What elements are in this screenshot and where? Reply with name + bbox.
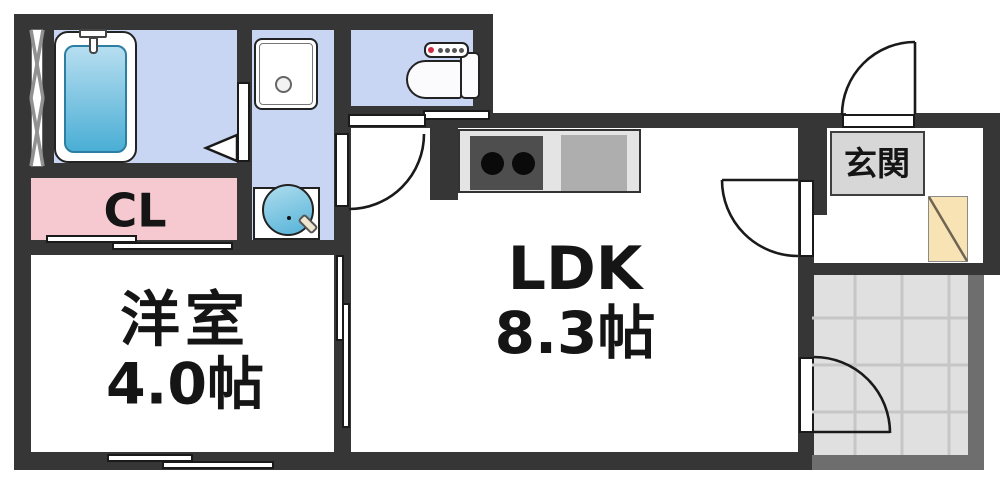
closet-sliding-door-panel [46,235,137,243]
closet-sliding-door-panel [112,242,233,250]
balcony-door-swing [813,355,892,434]
toilet-panel-red-dot [428,47,434,53]
lattice-window-icon [29,29,45,167]
washroom-door-swing [348,133,426,211]
wall-genkan-stub [814,113,827,215]
western-room-sliding-door-panel [342,303,350,428]
washing-machine-pan-inner [259,43,313,105]
wall-kitchen-stub [430,128,458,200]
stove-burner [481,152,504,175]
bathtub-water [64,45,127,153]
western-room-name: 洋室 [119,285,250,356]
wall-hall-bottom [798,263,983,275]
bathroom-door-icon [202,133,239,163]
closet-label: CL [103,183,167,238]
entrance-label: 玄関 [844,143,910,183]
balcony-door-opening [799,357,814,433]
western-room-label: 洋室 4.0帖 [106,288,264,417]
wall-ldk-top [430,113,846,128]
toilet-sliding-door-panel [348,114,426,127]
shoe-cabinet-diagonal [927,196,969,262]
ldk-room-label: LDK 8.3帖 [495,236,656,366]
wall-top-outer [14,14,493,30]
balcony-wall-bottom [812,455,984,470]
ldk-size: 8.3帖 [494,299,656,368]
wall-bath-closet [31,163,252,178]
toilet-panel-dot [452,48,457,53]
balcony-wall-right [968,275,984,470]
hall-door-swing [720,178,799,258]
washing-machine-drain [275,76,292,93]
washroom-door-opening [335,133,349,207]
washbasin-drain-dot [287,216,291,220]
western-room-window-panel [107,454,193,462]
hall-door-opening [799,180,814,257]
wall-right-outer [983,113,1000,275]
closet-floor [31,178,242,242]
wall-entrance-top [915,113,1000,128]
toilet-panel-dot [438,48,443,53]
washing-machine-pan-icon [254,38,318,110]
genkan-tile [830,131,925,196]
kitchen-sink-icon [561,135,627,191]
balcony-grid [812,275,968,455]
western-room-size: 4.0帖 [106,351,264,418]
entrance-door-swing [840,40,917,116]
western-room-window-panel [162,461,274,469]
western-room-sliding-door-panel [336,255,344,341]
bathtub-faucet-stem [89,37,98,54]
bathroom-door-opening [237,82,250,162]
entrance-door-leaf [842,114,915,128]
toilet-panel-dot [459,48,464,53]
toilet-tank [460,52,480,99]
stove-burner [512,152,535,175]
ldk-name: LDK [507,234,643,305]
wall-toilet-right [473,14,493,128]
toilet-bowl-icon [406,60,462,99]
toilet-panel-dot [445,48,450,53]
